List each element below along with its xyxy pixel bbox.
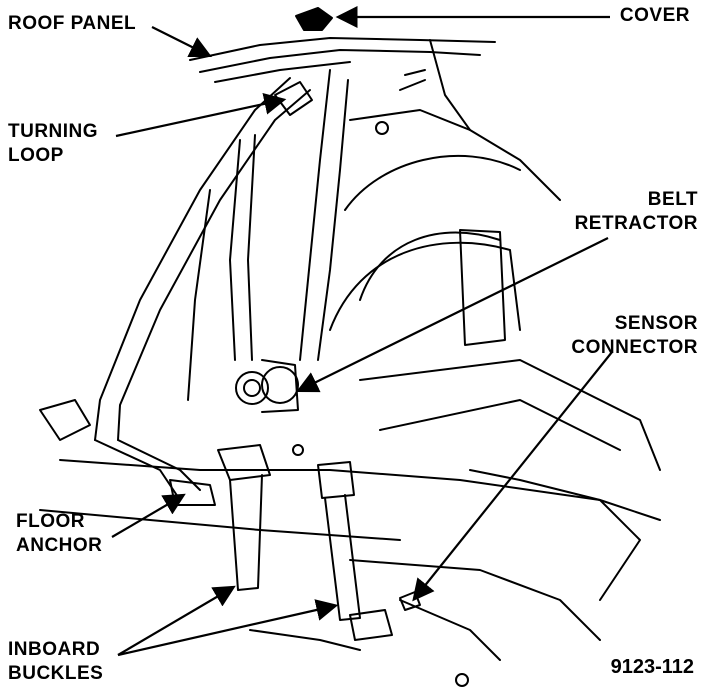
leader-floor-anchor xyxy=(111,493,186,538)
inboard-buckles-drawing xyxy=(217,444,393,641)
label-floor-anchor: FLOOR ANCHOR xyxy=(16,511,103,556)
leader-sensor-connector xyxy=(412,351,613,602)
belt-retractor-drawing xyxy=(235,359,299,413)
cover-drawing xyxy=(295,7,333,31)
label-sensor-connector: SENSOR CONNECTOR xyxy=(571,313,698,358)
leader-roof-panel xyxy=(151,26,212,57)
quarter-panel-drawing xyxy=(329,69,561,346)
leader-belt-retractor xyxy=(296,237,609,393)
figure-number: 9123-112 xyxy=(610,656,694,678)
leader-turning-loop xyxy=(115,92,287,138)
leader-inboard-buckles-1 xyxy=(117,585,236,656)
roof-panel-drawing xyxy=(189,37,496,131)
label-roof-panel: ROOF PANEL xyxy=(8,13,137,34)
label-cover: COVER xyxy=(619,5,690,26)
leader-inboard-buckles-2 xyxy=(117,599,339,657)
bolt-drawing xyxy=(292,121,469,687)
label-turning-loop: TURNING LOOP xyxy=(8,121,99,166)
sensor-connector-drawing xyxy=(399,591,421,611)
floor-anchor-drawing xyxy=(39,399,216,506)
label-belt-retractor: BELT RETRACTOR xyxy=(574,189,698,234)
label-inboard-buckles: INBOARD BUCKLES xyxy=(8,639,104,684)
pillar-and-belt-drawing xyxy=(94,69,349,441)
